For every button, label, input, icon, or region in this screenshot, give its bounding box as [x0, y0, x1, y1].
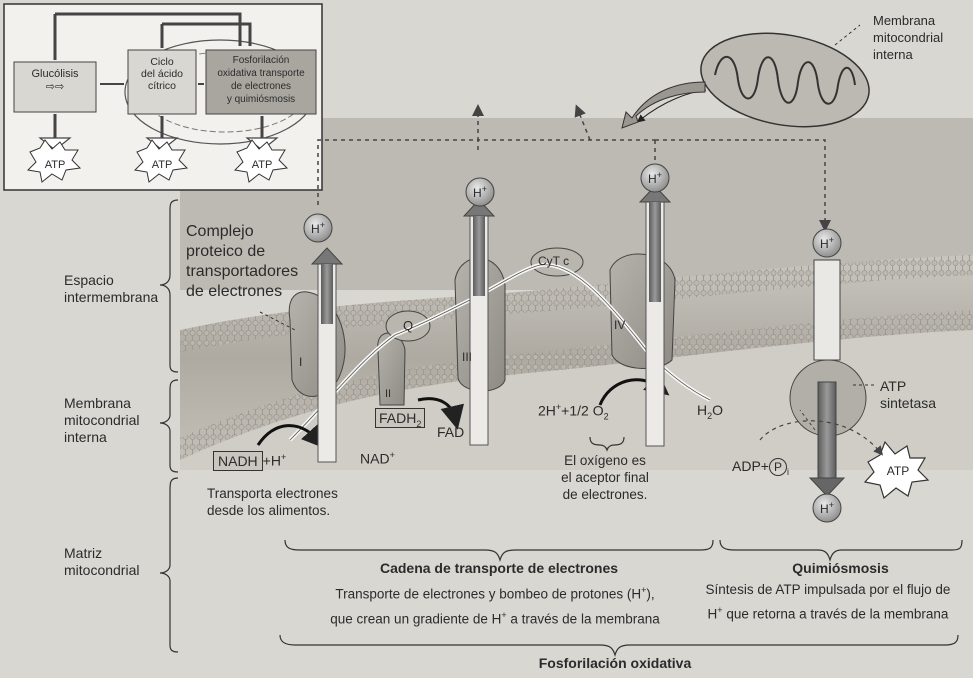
intermembrane-space-label: Espacio intermembrana — [64, 272, 158, 306]
complex-I-label: I — [299, 355, 302, 369]
matrix-label: Matriz mitocondrial — [64, 545, 139, 579]
inner-membrane-label: Membrana mitocondrial interna — [64, 395, 139, 446]
inset-atp-3: ATP — [243, 159, 281, 171]
atp-product-label: ATP — [878, 464, 918, 478]
proton-label-2: H+ — [468, 184, 492, 200]
oxygen-reaction-label: 2H++1/2 O2 — [538, 402, 609, 421]
inset-atp-1: ATP — [36, 159, 74, 171]
water-label: H2O — [697, 402, 723, 421]
phosphate-icon: P — [769, 458, 787, 476]
complex-III-label: III — [462, 350, 472, 364]
mito-callout-label: Membrana mitocondrial interna — [873, 12, 943, 63]
protein-complex-label: Complejo proteico de transportadores de … — [186, 222, 298, 302]
fad-label: FAD — [437, 424, 464, 440]
chemiosmosis-description: Síntesis de ATP impulsada por el flujo d… — [688, 580, 968, 625]
krebs-cycle-label: Ciclo del ácido cítrico — [128, 56, 196, 92]
fadh2-label: FADH2 — [375, 410, 425, 429]
inset-atp-2: ATP — [143, 159, 181, 171]
chemiosmosis-title: Quimiósmosis — [718, 560, 963, 576]
etc-title: Cadena de transporte de electrones — [285, 560, 713, 576]
proton-label-3: H+ — [643, 170, 667, 186]
glycolysis-label: Glucólisis ⇨⇨ — [14, 68, 96, 93]
proton-label-1: H+ — [306, 220, 330, 236]
nadh-label: NADH+H+ — [213, 452, 286, 469]
etc-description: Transporte de electrones y bombeo de pro… — [275, 580, 715, 629]
complex-IV — [610, 254, 675, 368]
cytochrome-c-label: CyT c — [538, 254, 569, 268]
proton-label-4: H+ — [815, 235, 839, 251]
complex-IV-label: IV — [614, 318, 625, 332]
proton-label-5: H+ — [815, 500, 839, 516]
oxidative-phosphorylation-title: Fosforilación oxidativa — [420, 655, 810, 671]
ubiquinone-label: Q — [403, 318, 413, 333]
oxphos-inset-label: Fosforilación oxidativa transporte de el… — [206, 54, 316, 106]
nad-label: NAD+ — [360, 450, 395, 467]
complex-II-label: II — [385, 388, 391, 400]
oxygen-acceptor-note: El oxígeno es el aceptor final de electr… — [540, 452, 670, 503]
food-electrons-note: Transporta electrones desde los alimento… — [207, 485, 338, 519]
atp-synthase-label: ATP sintetasa — [880, 378, 936, 412]
